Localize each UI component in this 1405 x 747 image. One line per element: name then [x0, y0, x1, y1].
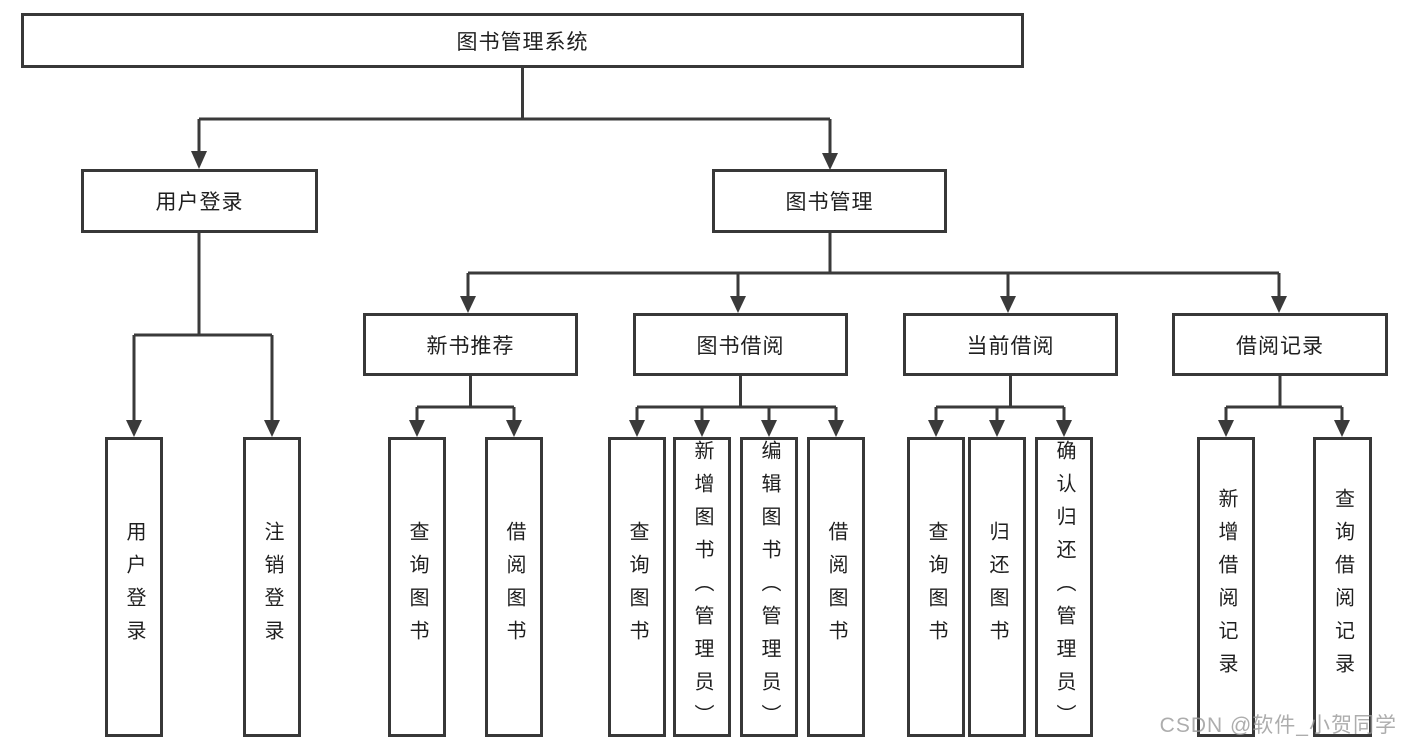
leaf-user-login: 用户登录 [105, 437, 163, 737]
leaf-logout: 注销登录 [243, 437, 301, 737]
node-new-book-recommend: 新书推荐 [363, 313, 578, 376]
node-book-borrowing: 图书借阅 [633, 313, 848, 376]
leaf-query-borrow-record: 查询借阅记录 [1313, 437, 1372, 737]
csdn-watermark: CSDN @软件_小贺同学 [1159, 714, 1397, 737]
leaf-query-books: 查询图书 [907, 437, 965, 737]
node-library-system: 图书管理系统 [21, 13, 1024, 68]
leaf-confirm-return-admin: 确认归还（管理员） [1035, 437, 1093, 737]
leaf-borrow-books: 借阅图书 [485, 437, 543, 737]
leaf-query-books: 查询图书 [388, 437, 446, 737]
leaf-query-books-label: 查询图书 [626, 521, 648, 653]
leaf-query-books-label: 查询图书 [925, 521, 947, 653]
leaf-query-books-label: 查询图书 [406, 521, 428, 653]
node-current-borrowing: 当前借阅 [903, 313, 1118, 376]
node-user-login-label: 用户登录 [155, 191, 244, 214]
leaf-logout-label: 注销登录 [261, 521, 283, 653]
leaf-borrow-books-label: 借阅图书 [825, 521, 847, 653]
node-borrowing-records-label: 借阅记录 [1236, 334, 1324, 358]
leaf-add-borrow-record: 新增借阅记录 [1197, 437, 1255, 737]
node-book-management-label: 图书管理 [785, 191, 874, 214]
leaf-edit-book-admin: 编辑图书（管理员） [740, 437, 798, 737]
leaf-return-books-label: 归还图书 [986, 521, 1008, 653]
leaf-query-borrow-record-label: 查询借阅记录 [1331, 488, 1354, 686]
leaf-borrow-books-label: 借阅图书 [503, 521, 525, 653]
node-library-system-label: 图书管理系统 [456, 30, 589, 54]
leaf-edit-book-admin-label: 编辑图书（管理员） [758, 440, 780, 737]
node-borrowing-records: 借阅记录 [1172, 313, 1388, 376]
arrowheads [126, 151, 1350, 437]
leaf-query-books: 查询图书 [608, 437, 666, 737]
node-book-management: 图书管理 [712, 169, 947, 233]
node-new-book-recommend-label: 新书推荐 [426, 334, 515, 358]
leaf-add-borrow-record-label: 新增借阅记录 [1215, 488, 1237, 686]
tree-edges [132, 68, 1344, 421]
node-current-borrowing-label: 当前借阅 [966, 334, 1055, 358]
leaf-add-book-admin-label: 新增图书（管理员） [691, 440, 713, 737]
node-book-borrowing-label: 图书借阅 [696, 334, 785, 358]
leaf-user-login-label: 用户登录 [123, 521, 145, 653]
leaf-confirm-return-admin-label: 确认归还（管理员） [1053, 440, 1075, 737]
leaf-borrow-books: 借阅图书 [807, 437, 865, 737]
leaf-add-book-admin: 新增图书（管理员） [673, 437, 731, 737]
node-user-login: 用户登录 [81, 169, 318, 233]
leaf-return-books: 归还图书 [968, 437, 1026, 737]
